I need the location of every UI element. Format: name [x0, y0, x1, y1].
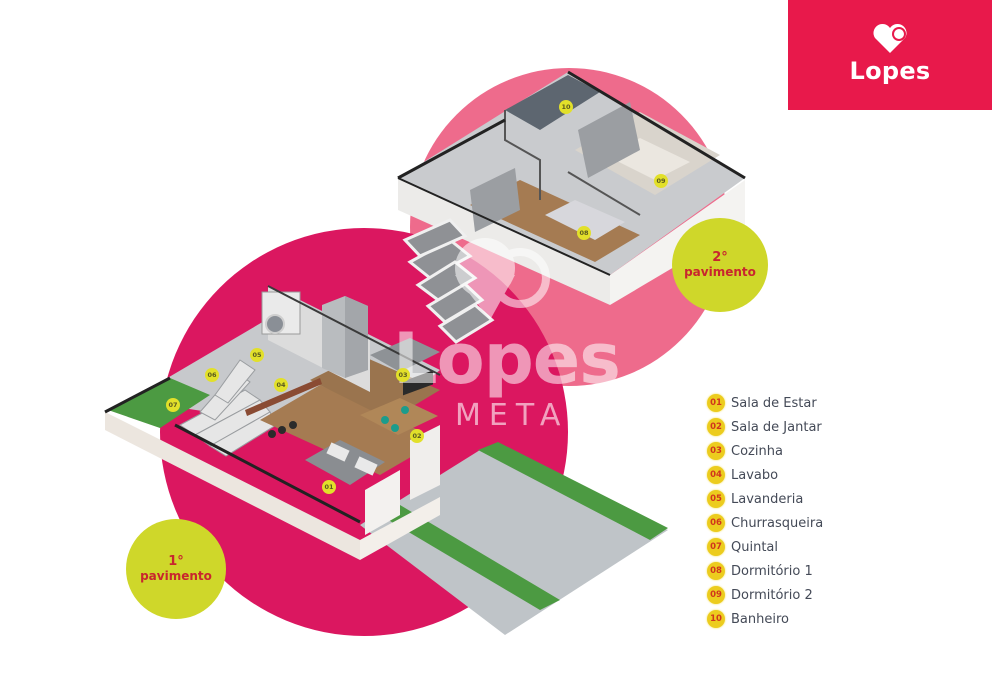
legend-label: Dormitório 2 [731, 587, 813, 603]
legend-number-badge: 04 [707, 466, 725, 484]
room-tag-05: 05 [250, 348, 264, 362]
legend-item: 04 Lavabo [707, 463, 823, 487]
legend-number-badge: 09 [707, 586, 725, 604]
legend-item: 06 Churrasqueira [707, 511, 823, 535]
legend-item: 09 Dormitório 2 [707, 583, 823, 607]
legend-number-badge: 06 [707, 514, 725, 532]
lower-floor-plan [104, 285, 441, 560]
legend-label: Cozinha [731, 443, 783, 459]
legend-label: Lavanderia [731, 491, 804, 507]
floor-number: 1° [168, 553, 184, 569]
legend-label: Sala de Jantar [731, 419, 822, 435]
room-tag-10: 10 [559, 100, 573, 114]
watermark-subtext: META [455, 398, 569, 433]
legend-item: 05 Lavanderia [707, 487, 823, 511]
floor-badge-lower: 1° pavimento [126, 519, 226, 619]
brand-logo: Lopes [788, 0, 992, 110]
legend-item: 07 Quintal [707, 535, 823, 559]
legend-number-badge: 03 [707, 442, 725, 460]
legend-label: Churrasqueira [731, 515, 824, 531]
legend-item: 08 Dormitório 1 [707, 559, 823, 583]
floor-number: 2° [712, 249, 728, 265]
room-tag-08: 08 [577, 226, 591, 240]
legend-number-badge: 05 [707, 490, 725, 508]
floor-label: pavimento [140, 568, 212, 583]
legend-number-badge: 10 [707, 610, 725, 628]
legend-item: 10 Banheiro [707, 607, 823, 631]
legend-item: 01 Sala de Estar [707, 391, 823, 415]
floor-badge-upper: 2° pavimento [672, 218, 768, 312]
legend-number-badge: 08 [707, 562, 725, 580]
room-tag-02: 02 [410, 429, 424, 443]
room-tag-09: 09 [654, 174, 668, 188]
legend-label: Quintal [731, 539, 778, 555]
heart-logo-icon [873, 23, 907, 53]
room-tag-06: 06 [205, 368, 219, 382]
room-tag-03: 03 [396, 368, 410, 382]
legend-number-badge: 02 [707, 418, 725, 436]
legend-label: Banheiro [731, 611, 789, 627]
room-tag-01: 01 [322, 480, 336, 494]
legend-label: Lavabo [731, 467, 779, 483]
driveway [360, 442, 668, 635]
room-tag-04: 04 [274, 378, 288, 392]
watermark-heart-icon [455, 238, 550, 320]
room-legend: 01 Sala de Estar 02 Sala de Jantar 03 Co… [707, 391, 823, 631]
legend-item: 02 Sala de Jantar [707, 415, 823, 439]
floor-label: pavimento [684, 264, 756, 279]
room-tag-07: 07 [166, 398, 180, 412]
legend-label: Dormitório 1 [731, 563, 813, 579]
legend-label: Sala de Estar [731, 395, 817, 411]
legend-number-badge: 07 [707, 538, 725, 556]
brand-name: Lopes [849, 57, 931, 85]
watermark-text: Lopes [393, 318, 621, 400]
legend-item: 03 Cozinha [707, 439, 823, 463]
legend-number-badge: 01 [707, 394, 725, 412]
